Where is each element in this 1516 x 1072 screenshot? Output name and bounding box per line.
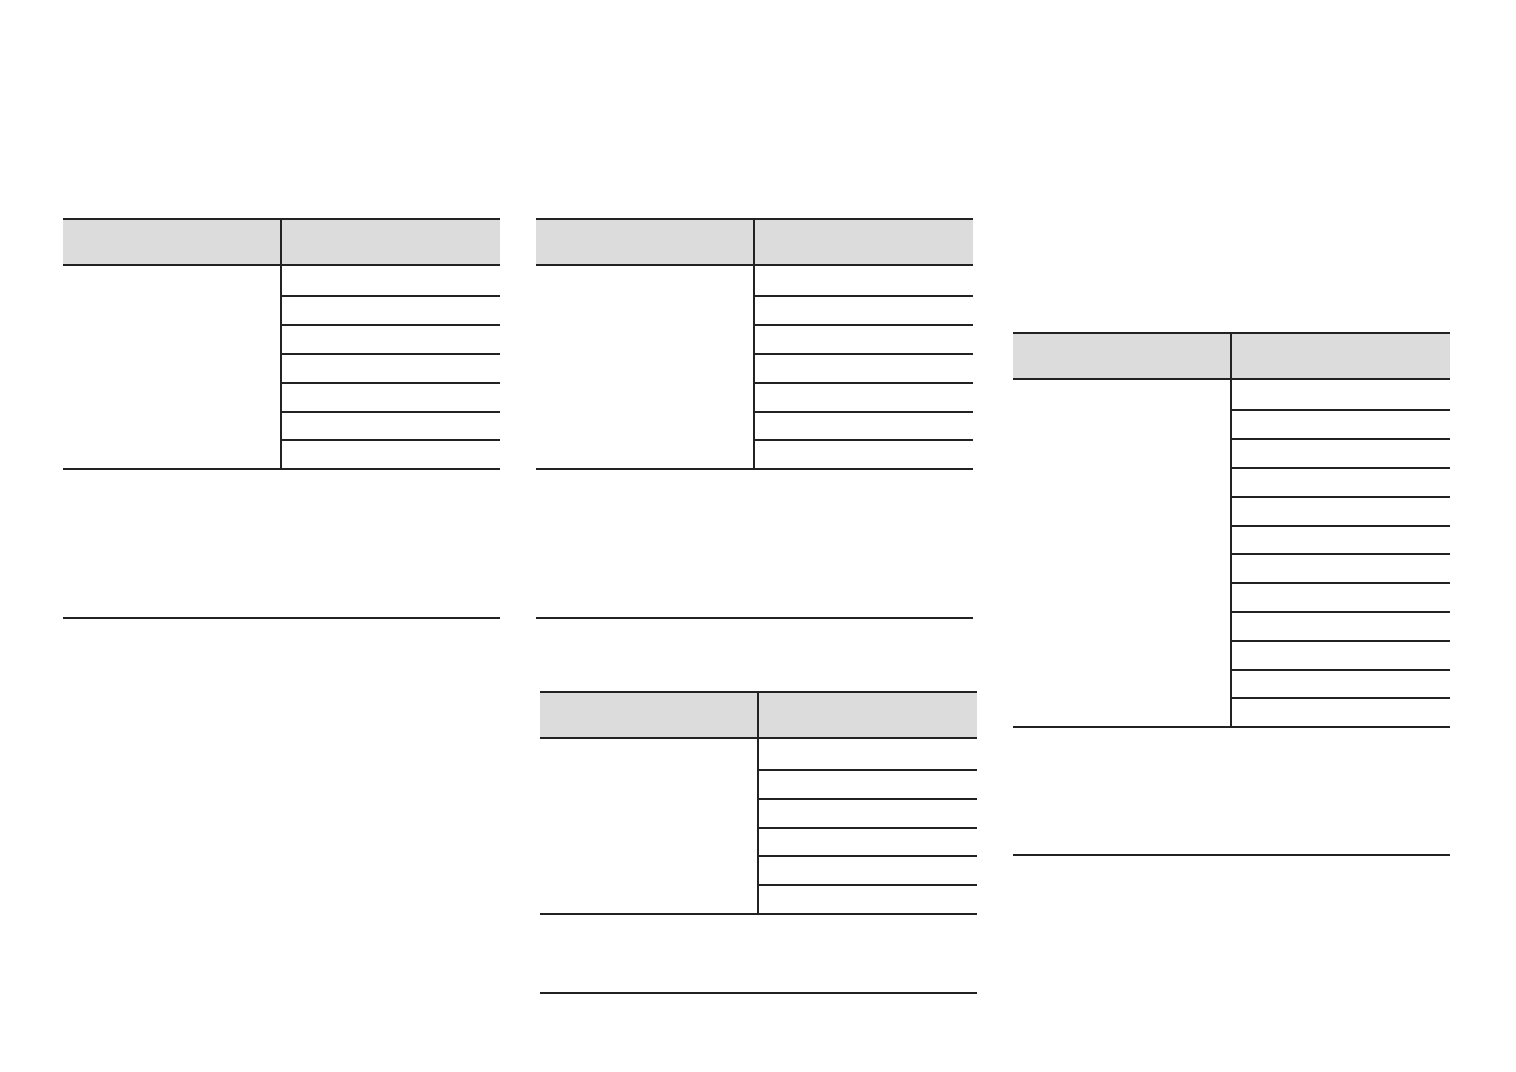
table-row [756, 413, 973, 440]
blank-form-table-1 [63, 218, 500, 620]
group-label-cell [540, 741, 756, 913]
header-cell-right [1231, 334, 1450, 378]
table-row [760, 771, 977, 798]
column-divider [280, 218, 282, 266]
row-divider [281, 411, 500, 413]
row-divider [758, 884, 977, 886]
column-divider [753, 266, 755, 468]
table-row [760, 741, 977, 768]
table-bottom-rule [1013, 854, 1450, 856]
header-cell-left [536, 220, 754, 264]
row-divider [1231, 467, 1450, 469]
table-row [1233, 699, 1450, 726]
table-row [760, 800, 977, 827]
table-row [756, 268, 973, 295]
row-divider [754, 324, 973, 326]
table-row [760, 886, 977, 913]
group-bottom-rule [540, 913, 977, 915]
header-cell-left [63, 220, 281, 264]
blank-form-table-2 [536, 218, 973, 620]
header-cell-right [281, 220, 500, 264]
column-divider [757, 739, 759, 913]
table-row [1233, 584, 1450, 611]
row-divider [754, 382, 973, 384]
table-row [1233, 382, 1450, 409]
table-row [1233, 527, 1450, 554]
table-row [756, 384, 973, 411]
row-divider [1231, 496, 1450, 498]
header-cell-right [754, 220, 973, 264]
table-row [756, 297, 973, 324]
footer-cell [63, 470, 500, 617]
table-row [1233, 469, 1450, 496]
group-bottom-rule [63, 468, 500, 470]
header-cell-left [1013, 334, 1231, 378]
row-divider [281, 324, 500, 326]
table-row [1233, 613, 1450, 640]
table-row [1233, 642, 1450, 669]
header-cell-right [758, 693, 977, 737]
table-row [283, 297, 500, 324]
row-divider [754, 439, 973, 441]
row-divider [754, 411, 973, 413]
row-divider [1231, 697, 1450, 699]
row-divider [754, 295, 973, 297]
footer-cell [1013, 728, 1450, 854]
row-divider [754, 353, 973, 355]
row-divider [758, 855, 977, 857]
table-row [760, 829, 977, 856]
table-row [1233, 440, 1450, 467]
table-bottom-rule [540, 992, 977, 994]
row-divider [1231, 438, 1450, 440]
group-bottom-rule [536, 468, 973, 470]
group-bottom-rule [1013, 726, 1450, 728]
row-divider [281, 382, 500, 384]
row-divider [1231, 409, 1450, 411]
row-divider [281, 295, 500, 297]
column-divider [280, 266, 282, 468]
blank-form-table-4 [1013, 332, 1450, 858]
row-divider [281, 439, 500, 441]
row-divider [1231, 611, 1450, 613]
row-divider [1231, 525, 1450, 527]
row-divider [758, 827, 977, 829]
footer-cell [540, 915, 977, 992]
group-label-cell [63, 268, 279, 468]
table-row [756, 441, 973, 468]
table-row [1233, 498, 1450, 525]
column-divider [1230, 332, 1232, 380]
table-row [760, 857, 977, 884]
table-row [1233, 411, 1450, 438]
group-label-cell [1013, 382, 1229, 726]
table-row [1233, 671, 1450, 697]
table-bottom-rule [536, 617, 973, 619]
table-row [756, 326, 973, 353]
blank-form-table-3 [540, 691, 977, 995]
row-divider [1231, 640, 1450, 642]
row-divider [281, 353, 500, 355]
header-cell-left [540, 693, 758, 737]
column-divider [753, 218, 755, 266]
table-row [283, 384, 500, 411]
row-divider [758, 798, 977, 800]
table-row [283, 326, 500, 353]
table-row [756, 355, 973, 382]
footer-cell [536, 470, 973, 617]
table-bottom-rule [63, 617, 500, 619]
row-divider [1231, 582, 1450, 584]
group-label-cell [536, 268, 752, 468]
table-row [283, 355, 500, 382]
row-divider [1231, 669, 1450, 671]
table-row [283, 413, 500, 440]
row-divider [1231, 553, 1450, 555]
column-divider [757, 691, 759, 739]
table-row [283, 268, 500, 295]
table-row [1233, 555, 1450, 582]
table-row [283, 441, 500, 468]
row-divider [758, 769, 977, 771]
